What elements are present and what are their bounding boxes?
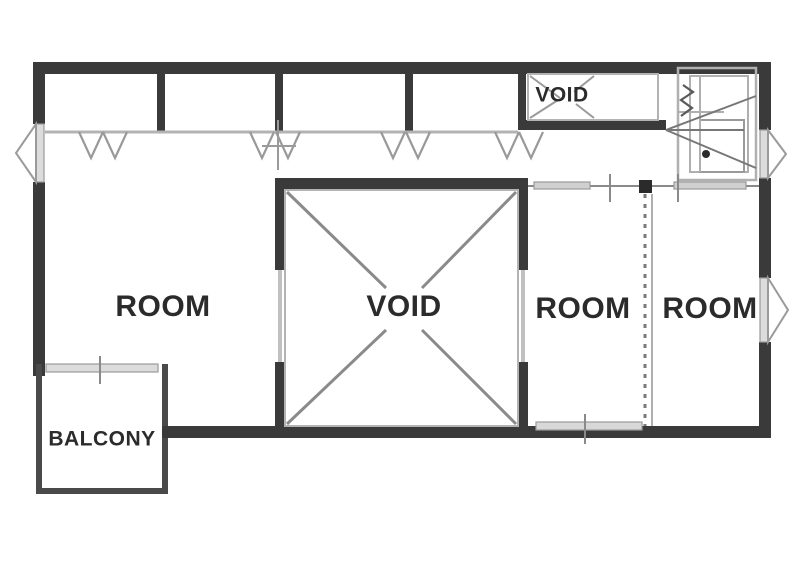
wall-right-lower xyxy=(759,342,771,438)
stair-tread-1 xyxy=(665,95,757,131)
window-left-bay xyxy=(14,120,45,186)
label-void-center: VOID xyxy=(366,290,441,323)
label-balcony: BALCONY xyxy=(48,428,155,451)
void-top-cross-a xyxy=(529,75,561,99)
door-track-ticks xyxy=(609,174,679,202)
windows xyxy=(14,120,790,384)
stair-newel-post xyxy=(702,150,710,158)
structural-post xyxy=(639,180,652,193)
void-cross-tl xyxy=(285,190,388,290)
balcony-wall-stub xyxy=(162,426,174,438)
wall-left-upper xyxy=(33,62,45,124)
void-top-inner-outline xyxy=(527,73,659,121)
sliding-door-panel-left xyxy=(533,181,591,190)
void-center-cross xyxy=(285,190,518,426)
window-right-upper-projection xyxy=(767,127,788,181)
window-right-upper-bay xyxy=(759,127,788,181)
window-right-lower-pane xyxy=(759,277,769,343)
window-right-upper-pane xyxy=(759,129,769,179)
closet-run xyxy=(45,74,544,170)
void-cross-bl xyxy=(285,328,388,426)
void-top-cross-b xyxy=(529,99,559,119)
wall-top xyxy=(33,62,771,74)
door-center-ticks xyxy=(262,120,296,170)
void-top-wall-bottom xyxy=(518,120,666,130)
void-center-wall-top xyxy=(275,178,528,190)
void-center-wall-right-upper xyxy=(518,178,528,270)
wall-left-lower xyxy=(33,182,45,364)
bifold-swing-4a xyxy=(494,131,520,161)
void-top-cross-c xyxy=(573,75,595,93)
bifold-swing-2a xyxy=(249,131,275,161)
label-room-left: ROOM xyxy=(115,290,210,323)
label-void-top: VOID xyxy=(535,84,588,107)
stair-outer-outline xyxy=(676,66,758,182)
window-bottom-room xyxy=(535,421,643,431)
right-rooms xyxy=(528,174,759,444)
bifold-swing-1a xyxy=(78,131,104,161)
exterior-walls xyxy=(33,62,771,438)
closet-divider-1 xyxy=(157,74,165,132)
bifold-swing-3b xyxy=(405,131,431,161)
window-right-lower-bay xyxy=(759,274,790,346)
bifold-swing-2b xyxy=(275,131,301,161)
wall-bottom-main xyxy=(163,426,771,438)
closet-divider-3 xyxy=(405,74,413,132)
bifold-swing-4b xyxy=(518,131,544,161)
stair-tread-2 xyxy=(665,129,757,169)
balcony-wall-bottom xyxy=(36,488,168,494)
sliding-door-panel-right xyxy=(673,181,747,190)
void-center-wall-right-lower xyxy=(518,362,528,428)
balcony-wall-left xyxy=(36,364,42,494)
void-center-inner-outline xyxy=(284,189,519,427)
staircase xyxy=(665,66,758,182)
label-room-center-right: ROOM xyxy=(535,292,630,325)
bifold-swing-1b xyxy=(102,131,128,161)
void-center-wall-left-upper xyxy=(275,178,285,270)
bifold-door-swings xyxy=(78,131,544,161)
void-top-room xyxy=(518,62,666,130)
void-center-wall-left-lower xyxy=(275,362,285,428)
window-left-room-bottom xyxy=(45,356,159,384)
void-cross-tr xyxy=(420,190,518,290)
wall-right-upper xyxy=(759,62,771,130)
void-top-cross-d xyxy=(575,103,595,119)
room-labels: ROOM VOID ROOM ROOM VOID BALCONY xyxy=(48,84,757,451)
void-top-cross xyxy=(529,75,595,119)
void-center-room xyxy=(275,178,528,428)
window-right-lower-projection xyxy=(767,274,790,346)
void-top-wall-left xyxy=(518,62,526,128)
stair-arrow-zigzag xyxy=(679,84,695,117)
window-left-bay-projection xyxy=(14,120,37,186)
label-room-far-right: ROOM xyxy=(662,292,757,325)
bifold-swing-3a xyxy=(380,131,406,161)
window-left-pane xyxy=(35,123,45,183)
stair-direction-arrow xyxy=(679,84,695,117)
closet-divider-2 xyxy=(275,74,283,132)
void-cross-br xyxy=(420,328,518,426)
wall-right-middle xyxy=(759,178,771,278)
stair-winder-treads xyxy=(665,95,757,169)
balcony-area xyxy=(36,364,174,494)
window-balcony-slider xyxy=(45,363,159,373)
